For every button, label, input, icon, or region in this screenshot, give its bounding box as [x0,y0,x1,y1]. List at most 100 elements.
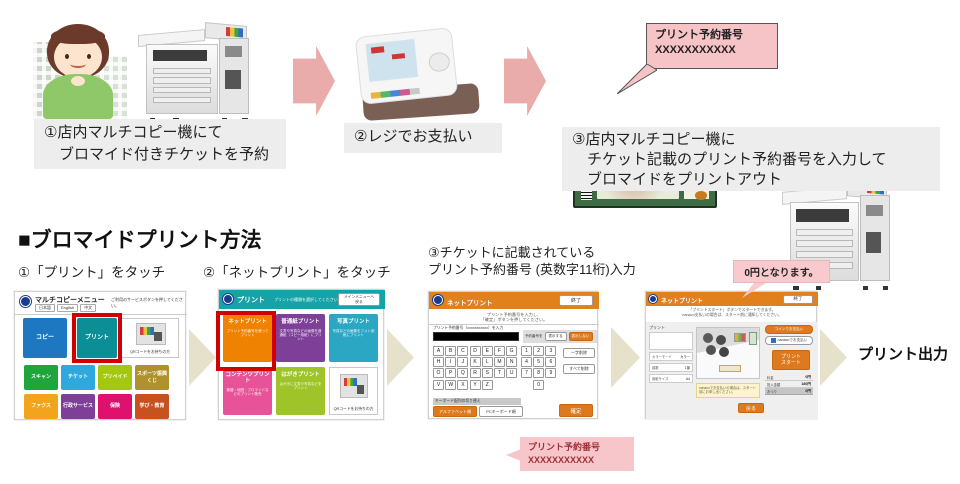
exit-button[interactable]: 終了 [783,294,813,304]
letter-key[interactable]: F [493,346,505,356]
letter-key[interactable]: V [433,379,444,390]
menu-button[interactable]: ファクス [24,394,58,419]
letter-key[interactable]: B [445,346,457,356]
print-type-button[interactable]: はがきプリントはがきに文書や写真などをプリント [276,367,325,415]
letter-key[interactable]: W [445,379,457,390]
menu-button[interactable]: チケット [61,365,95,390]
print-type-button[interactable]: コンテンツプリント楽譜・地図・ブロマイドなどのプリント販売 [223,367,272,415]
menu-button[interactable]: スポーツ振興くじ [135,365,169,390]
language-tab[interactable]: 中文 [80,304,97,312]
number-key[interactable]: 6 [545,357,557,368]
letter-key[interactable]: T [493,368,505,379]
zero-yen-text: 0円となります。 [744,268,819,279]
letter-key[interactable]: O [433,368,444,379]
callout-tail-icon [506,449,521,461]
menu-button[interactable]: 行政サービス [61,394,95,419]
print-start-button[interactable]: プリントスタート [772,350,810,370]
menu-button[interactable]: 学び・教育 [135,394,169,419]
number-key[interactable]: 9 [545,368,557,379]
pay-with-coins-button[interactable]: コインでお支払い [765,325,813,334]
zero-key[interactable]: 0 [533,379,545,390]
print-detail-panel: プリント カラーモード カラー 部数 1部 用紙サイズ A4 [649,325,693,385]
show-number-off-button[interactable]: 表示しない [568,332,593,341]
letter-key[interactable]: A [433,346,444,356]
menu-button[interactable]: プリント [77,318,117,358]
number-key[interactable]: 3 [545,346,557,356]
keyboard-layout-label: キーボード配列の切り替え [433,398,521,405]
number-key[interactable]: 2 [533,346,545,356]
step-arrow-icon [189,329,216,386]
back-to-main-menu-button[interactable]: メインメニューへ戻る [338,293,380,306]
letter-key[interactable]: J [457,357,469,368]
letter-key[interactable]: Z [481,379,493,390]
button-line: 戻る [355,299,363,304]
screenshot-print-start: ネットプリント 終了 「プリントスタート」ボタンでスタートできます。nanaco… [645,291,818,420]
letter-key[interactable]: C [457,346,469,356]
letter-key[interactable]: P [445,368,457,379]
qr-tile[interactable]: QRコードをお持ちの方 [121,318,179,358]
letter-key[interactable]: S [481,368,493,379]
letter-key[interactable]: D [469,346,481,356]
coin-icon [703,333,713,343]
caption-line: ③店内マルチコピー機に [572,131,736,148]
exit-button[interactable]: 終了 [559,295,593,306]
menu-button[interactable]: プリペイド [98,365,132,390]
caption-line: ブロマイドをプリントアウト [572,171,783,188]
qr-tile[interactable]: QRコードをお持ちの方 [329,367,378,415]
method-step3-label: ③チケットに記載されているプリント予約番号 (英数字11桁)入力 [428,244,636,278]
flow-arrow-right-icon [504,46,546,116]
letter-key[interactable]: E [481,346,493,356]
language-tab[interactable]: English [57,304,79,312]
letter-key[interactable]: L [481,357,493,368]
delete-one-button[interactable]: 一字削除 [563,348,595,358]
method-step1-label: ①「プリント」をタッチ [18,265,166,280]
letter-key[interactable]: G [506,346,518,356]
screenshot-print-menu: プリント プリントの種類を選択してください。 メインメニューへ戻る ネットプリン… [216,289,385,420]
letter-key[interactable]: X [457,379,469,390]
callout-title: プリント予約番号 [528,442,601,452]
menu-button[interactable]: スキャン [24,365,58,390]
screen1-subtitle: ご利用のサービスボタンを押してください。 [111,297,183,308]
letter-key[interactable]: Y [469,379,481,390]
number-key[interactable]: 8 [533,368,545,379]
letter-key[interactable]: M [493,357,505,368]
confirm-button[interactable]: 確定 [559,404,593,417]
letter-key[interactable]: Q [457,368,469,379]
print-type-button[interactable]: 普通紙プリント文書や写真などの画像を普通紙（コピー用紙）にプリント [276,314,325,362]
letter-key[interactable]: I [445,357,457,368]
girl-bangs [51,28,105,44]
pay-with-nanaco-button[interactable]: nanacoでお支払い [765,336,813,345]
number-key[interactable]: 4 [521,357,532,368]
register-illustration [352,26,494,123]
number-key[interactable]: 7 [521,368,532,379]
delete-all-button[interactable]: すべて削除 [563,364,595,374]
letter-key[interactable]: H [433,357,444,368]
back-button[interactable]: 戻る [738,403,764,413]
screen3-instructions: プリント予約番号を入力し、「確定」ボタンを押してください。 [429,312,599,323]
letter-key[interactable]: N [506,357,518,368]
print-type-button[interactable]: 写真プリント写真などの画像をフォト用紙にプリント [329,314,378,362]
menu-button[interactable]: 保険 [98,394,132,419]
girl-eye [65,54,69,59]
letter-key[interactable]: K [469,357,481,368]
layout-alphabetical-button[interactable]: アルファベット順 [433,406,477,417]
letter-key[interactable]: R [469,368,481,379]
reservation-number-input[interactable] [433,332,519,341]
number-key[interactable]: 1 [521,346,532,356]
letter-key[interactable]: U [506,368,518,379]
label-line: ③チケットに記載されている [428,245,596,260]
layout-pc-keyboard-button[interactable]: PCキーボード順 [479,406,523,417]
callout-tail-icon [742,283,766,298]
print-type-button[interactable]: ネットプリントプリント予約番号を使ってプリント [223,314,272,362]
menu-button[interactable]: コピー [23,318,67,358]
language-tab[interactable]: 日本語 [35,304,55,312]
screen3-header [429,292,599,309]
number-key[interactable]: 5 [533,357,545,368]
paper-chip [719,365,741,372]
show-number-on-button[interactable]: 表示する [544,332,567,341]
coin-icon [719,347,729,357]
button-line: スタート [780,360,801,366]
step-arrow-icon [387,329,414,386]
